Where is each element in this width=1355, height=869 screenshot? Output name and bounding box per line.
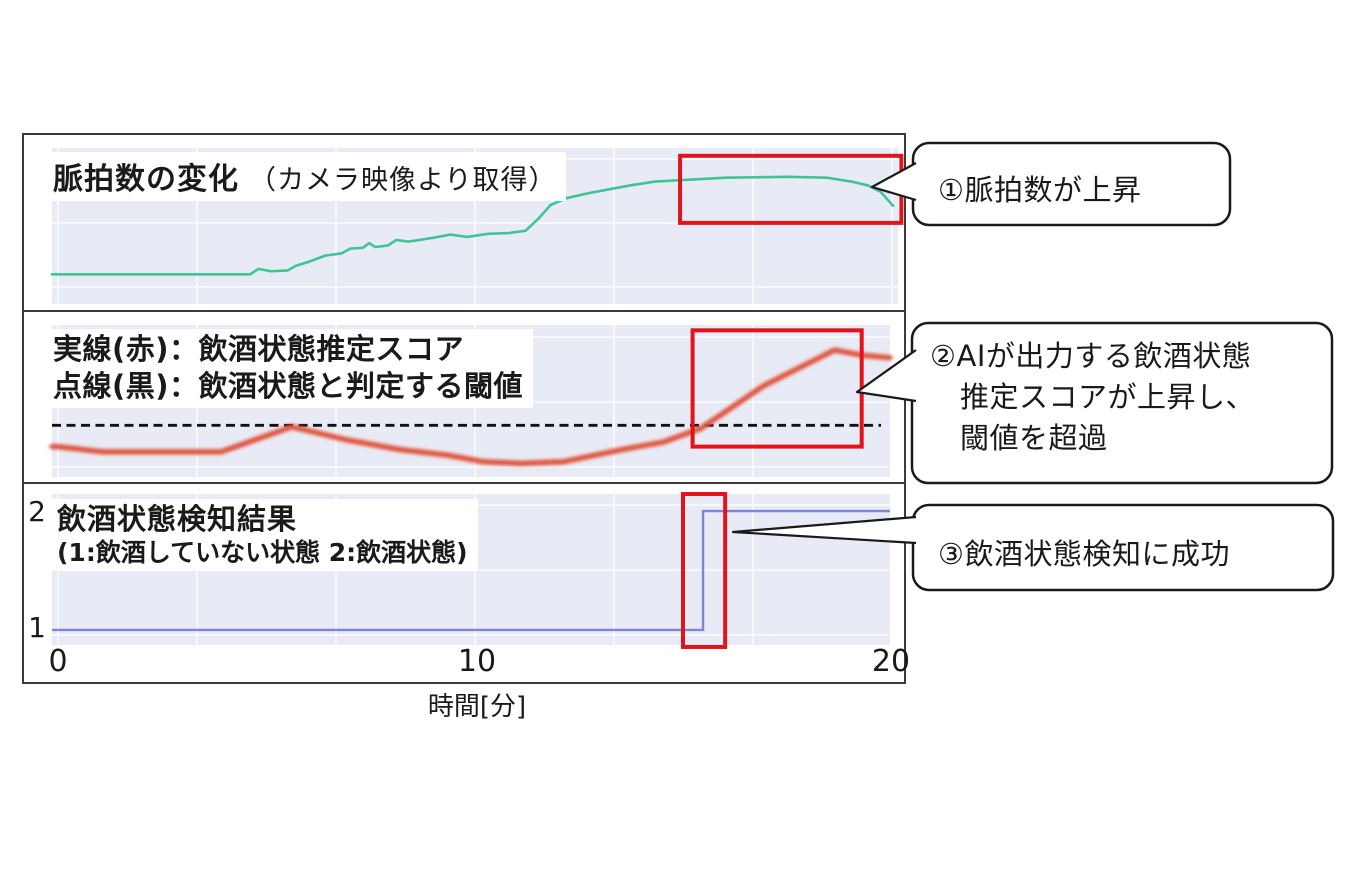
xtick-0: 0 xyxy=(48,644,68,679)
callout-1-label: ①脈拍数が上昇 xyxy=(938,173,1142,207)
panel2-legend-solid: 実線(赤)：飲酒状態推定スコア xyxy=(53,332,465,366)
callout-2-line2: 推定スコアが上昇し、 xyxy=(960,380,1256,414)
xtick-20: 20 xyxy=(871,644,911,679)
panel3-title: 飲酒状態検知結果 (1:飲酒していない状態 2:飲酒状態) xyxy=(52,499,478,571)
highlight-box-3 xyxy=(680,492,728,649)
panel1-title-light: （カメラ映像より取得） xyxy=(249,165,557,196)
panel2-legend-dashed: 点線(黒)：飲酒状態と判定する閾値 xyxy=(53,369,524,403)
callout-bubble-2 xyxy=(910,321,1334,485)
ytick-1: 1 xyxy=(28,611,46,644)
callout-tail-1 xyxy=(870,162,917,202)
callout-tail-3 xyxy=(731,515,917,545)
callout-tail-fill-3 xyxy=(733,517,916,543)
ytick-2: 2 xyxy=(28,495,46,528)
callout-tail-fill-1 xyxy=(872,163,916,200)
panel1-title: 脈拍数の変化 （カメラ映像より取得） xyxy=(48,152,567,201)
score-line xyxy=(49,347,893,467)
panel1-title-bold: 脈拍数の変化 xyxy=(53,162,239,197)
callout-3-label: ③飲酒状態検知に成功 xyxy=(938,537,1230,571)
panel3-title-sub: (1:飲酒していない状態 2:飲酒状態) xyxy=(57,538,468,567)
result-line xyxy=(52,509,890,632)
callout-tail-2 xyxy=(855,349,917,403)
xtick-10: 10 xyxy=(457,644,497,679)
callout-2-line1: ②AIが出力する飲酒状態 xyxy=(930,339,1252,373)
callout-tail-fill-2 xyxy=(857,350,916,401)
callout-bubble-3 xyxy=(911,503,1335,592)
panel3-title-main: 飲酒状態検知結果 xyxy=(57,502,298,536)
callout-2-line3: 閾値を超過 xyxy=(960,421,1108,455)
x-axis-label: 時間[分] xyxy=(427,692,527,722)
callout-2-label: ②AIが出力する飲酒状態 推定スコアが上昇し、 閾値を超過 xyxy=(930,336,1255,459)
panel2-legend: 実線(赤)：飲酒状態推定スコア 点線(黒)：飲酒状態と判定する閾値 xyxy=(48,329,534,408)
pulse-line xyxy=(50,175,895,276)
